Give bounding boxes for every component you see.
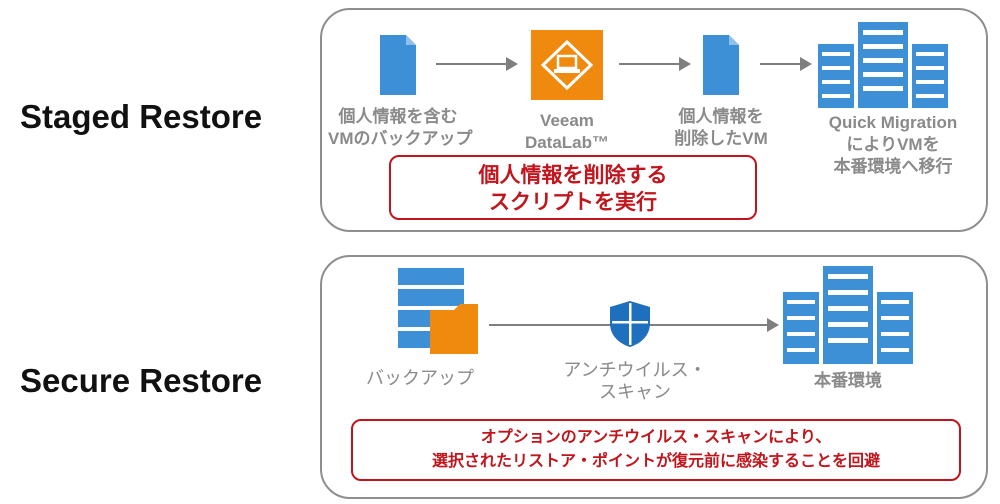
shield-icon (610, 301, 650, 347)
server-icon (783, 266, 913, 364)
server-icon (818, 22, 948, 108)
secure-callout: オプションのアンチウイルス・スキャンにより、選択されたリストア・ポイントが復元前… (351, 419, 961, 481)
staged-arrow-1 (436, 57, 518, 71)
secure-step2-label: アンチウイルス・スキャン (563, 360, 707, 402)
secure-step1-label: バックアップ (366, 368, 474, 388)
document-icon (380, 35, 416, 95)
staged-callout: 個人情報を削除するスクリプトを実行 (389, 155, 757, 220)
secure-restore-title: Secure Restore (20, 362, 263, 399)
backup-icon (398, 268, 478, 354)
staged-arrow-3 (760, 57, 812, 71)
document-icon (703, 35, 739, 95)
staged-arrow-2 (619, 57, 691, 71)
veeam-datalab-icon (531, 30, 603, 100)
staged-restore-title: Staged Restore (20, 98, 263, 135)
secure-step3-label: 本番環境 (814, 371, 882, 390)
staged-step3-label: 個人情報を削除したVM (674, 107, 768, 148)
